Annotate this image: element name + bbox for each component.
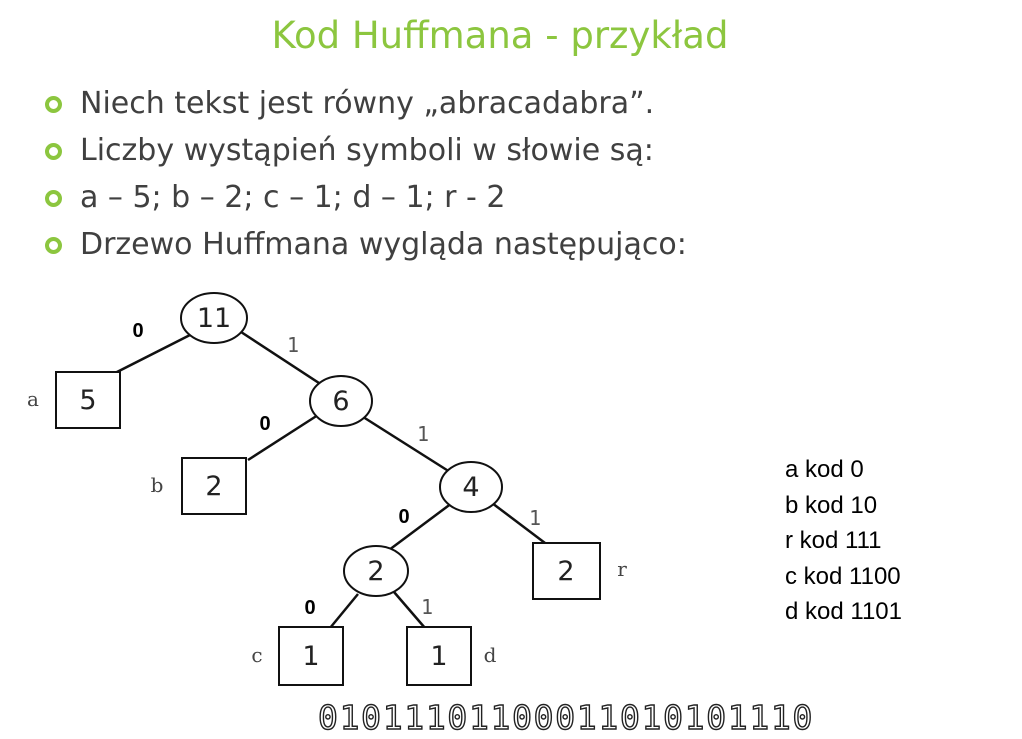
edge-6-b bbox=[247, 413, 319, 462]
code-entry: b kod 10 bbox=[785, 491, 878, 519]
leaf-a-box bbox=[55, 371, 121, 429]
leaf-b-box bbox=[181, 457, 247, 515]
leaf-d-label: d bbox=[484, 643, 497, 667]
node-4-value: 4 bbox=[462, 472, 479, 503]
bullet-icon bbox=[45, 190, 62, 207]
bullet-item: Liczby wystąpień symboli w słowie są: bbox=[40, 127, 687, 174]
edge-4-r bbox=[491, 502, 546, 544]
node-6-value: 6 bbox=[332, 386, 349, 417]
bullet-item: Niech tekst jest równy „abracadabra”. bbox=[40, 80, 687, 127]
edge-label-6-b: 0 bbox=[259, 413, 270, 435]
edge-label-root-a: 0 bbox=[132, 320, 143, 342]
leaf-a-label: a bbox=[27, 387, 39, 411]
code-entry: r kod 111 bbox=[785, 527, 882, 554]
code-entry: c kod 1100 bbox=[785, 562, 901, 590]
bullet-item: Drzewo Huffmana wygląda następująco: bbox=[40, 221, 687, 268]
leaf-b-label: b bbox=[151, 473, 164, 497]
leaf-c-value: 1 bbox=[302, 641, 319, 672]
code-entry: d kod 1101 bbox=[785, 598, 902, 625]
leaf-c-box bbox=[278, 626, 344, 686]
bullet-item: a – 5; b – 2; c – 1; d – 1; r - 2 bbox=[40, 174, 687, 221]
node-2 bbox=[343, 545, 409, 597]
code-table: a kod 0 b kod 10 r kod 111 c kod 1100 d … bbox=[785, 452, 902, 630]
code-entry: a kod 0 bbox=[785, 456, 864, 483]
leaf-a-value: 5 bbox=[79, 385, 96, 416]
bullet-text: Niech tekst jest równy „abracadabra”. bbox=[80, 86, 655, 121]
edge-4-2 bbox=[384, 501, 453, 555]
edge-label-2-c: 0 bbox=[304, 597, 315, 619]
leaf-r-label: r bbox=[617, 557, 627, 581]
node-2-value: 2 bbox=[367, 556, 384, 587]
leaf-d-box bbox=[406, 626, 472, 686]
leaf-r-box bbox=[532, 542, 601, 600]
tree-edges bbox=[114, 328, 546, 629]
leaf-d-value: 1 bbox=[430, 641, 447, 672]
bullet-text: Liczby wystąpień symboli w słowie są: bbox=[80, 133, 654, 168]
edge-root-6 bbox=[237, 328, 323, 387]
leaf-r-value: 2 bbox=[557, 556, 574, 587]
node-root-value: 11 bbox=[197, 303, 231, 334]
edge-6-4 bbox=[359, 413, 451, 474]
edge-2-c bbox=[329, 593, 359, 629]
tree-shapes bbox=[55, 292, 601, 686]
node-4 bbox=[439, 461, 503, 513]
leaf-c-label: c bbox=[251, 643, 262, 667]
bullet-text: Drzewo Huffmana wygląda następująco: bbox=[80, 227, 687, 262]
edge-2-d bbox=[393, 591, 426, 629]
bullet-list: Niech tekst jest równy „abracadabra”. Li… bbox=[40, 80, 687, 268]
slide-title: Kod Huffmana - przykład bbox=[271, 14, 729, 57]
leaf-b-value: 2 bbox=[205, 471, 222, 502]
node-root bbox=[180, 292, 248, 344]
bullet-icon bbox=[45, 143, 62, 160]
edge-label-4-r: 1 bbox=[529, 506, 541, 530]
bullet-icon bbox=[45, 96, 62, 113]
edge-label-root-6: 1 bbox=[287, 333, 299, 357]
huffman-tree: 11 6 4 2 5 2 2 1 1 a b r c d 0 1 0 1 0 1… bbox=[27, 292, 627, 686]
bullet-icon bbox=[45, 237, 62, 254]
edge-root-a bbox=[114, 333, 191, 375]
node-6 bbox=[309, 375, 373, 427]
encoded-bitstring: 01011101100011010101110 bbox=[317, 697, 815, 737]
edge-label-4-2: 0 bbox=[398, 506, 409, 528]
edge-label-6-4: 1 bbox=[417, 422, 429, 446]
edge-label-2-d: 1 bbox=[421, 595, 433, 619]
bullet-text: a – 5; b – 2; c – 1; d – 1; r - 2 bbox=[80, 180, 506, 215]
